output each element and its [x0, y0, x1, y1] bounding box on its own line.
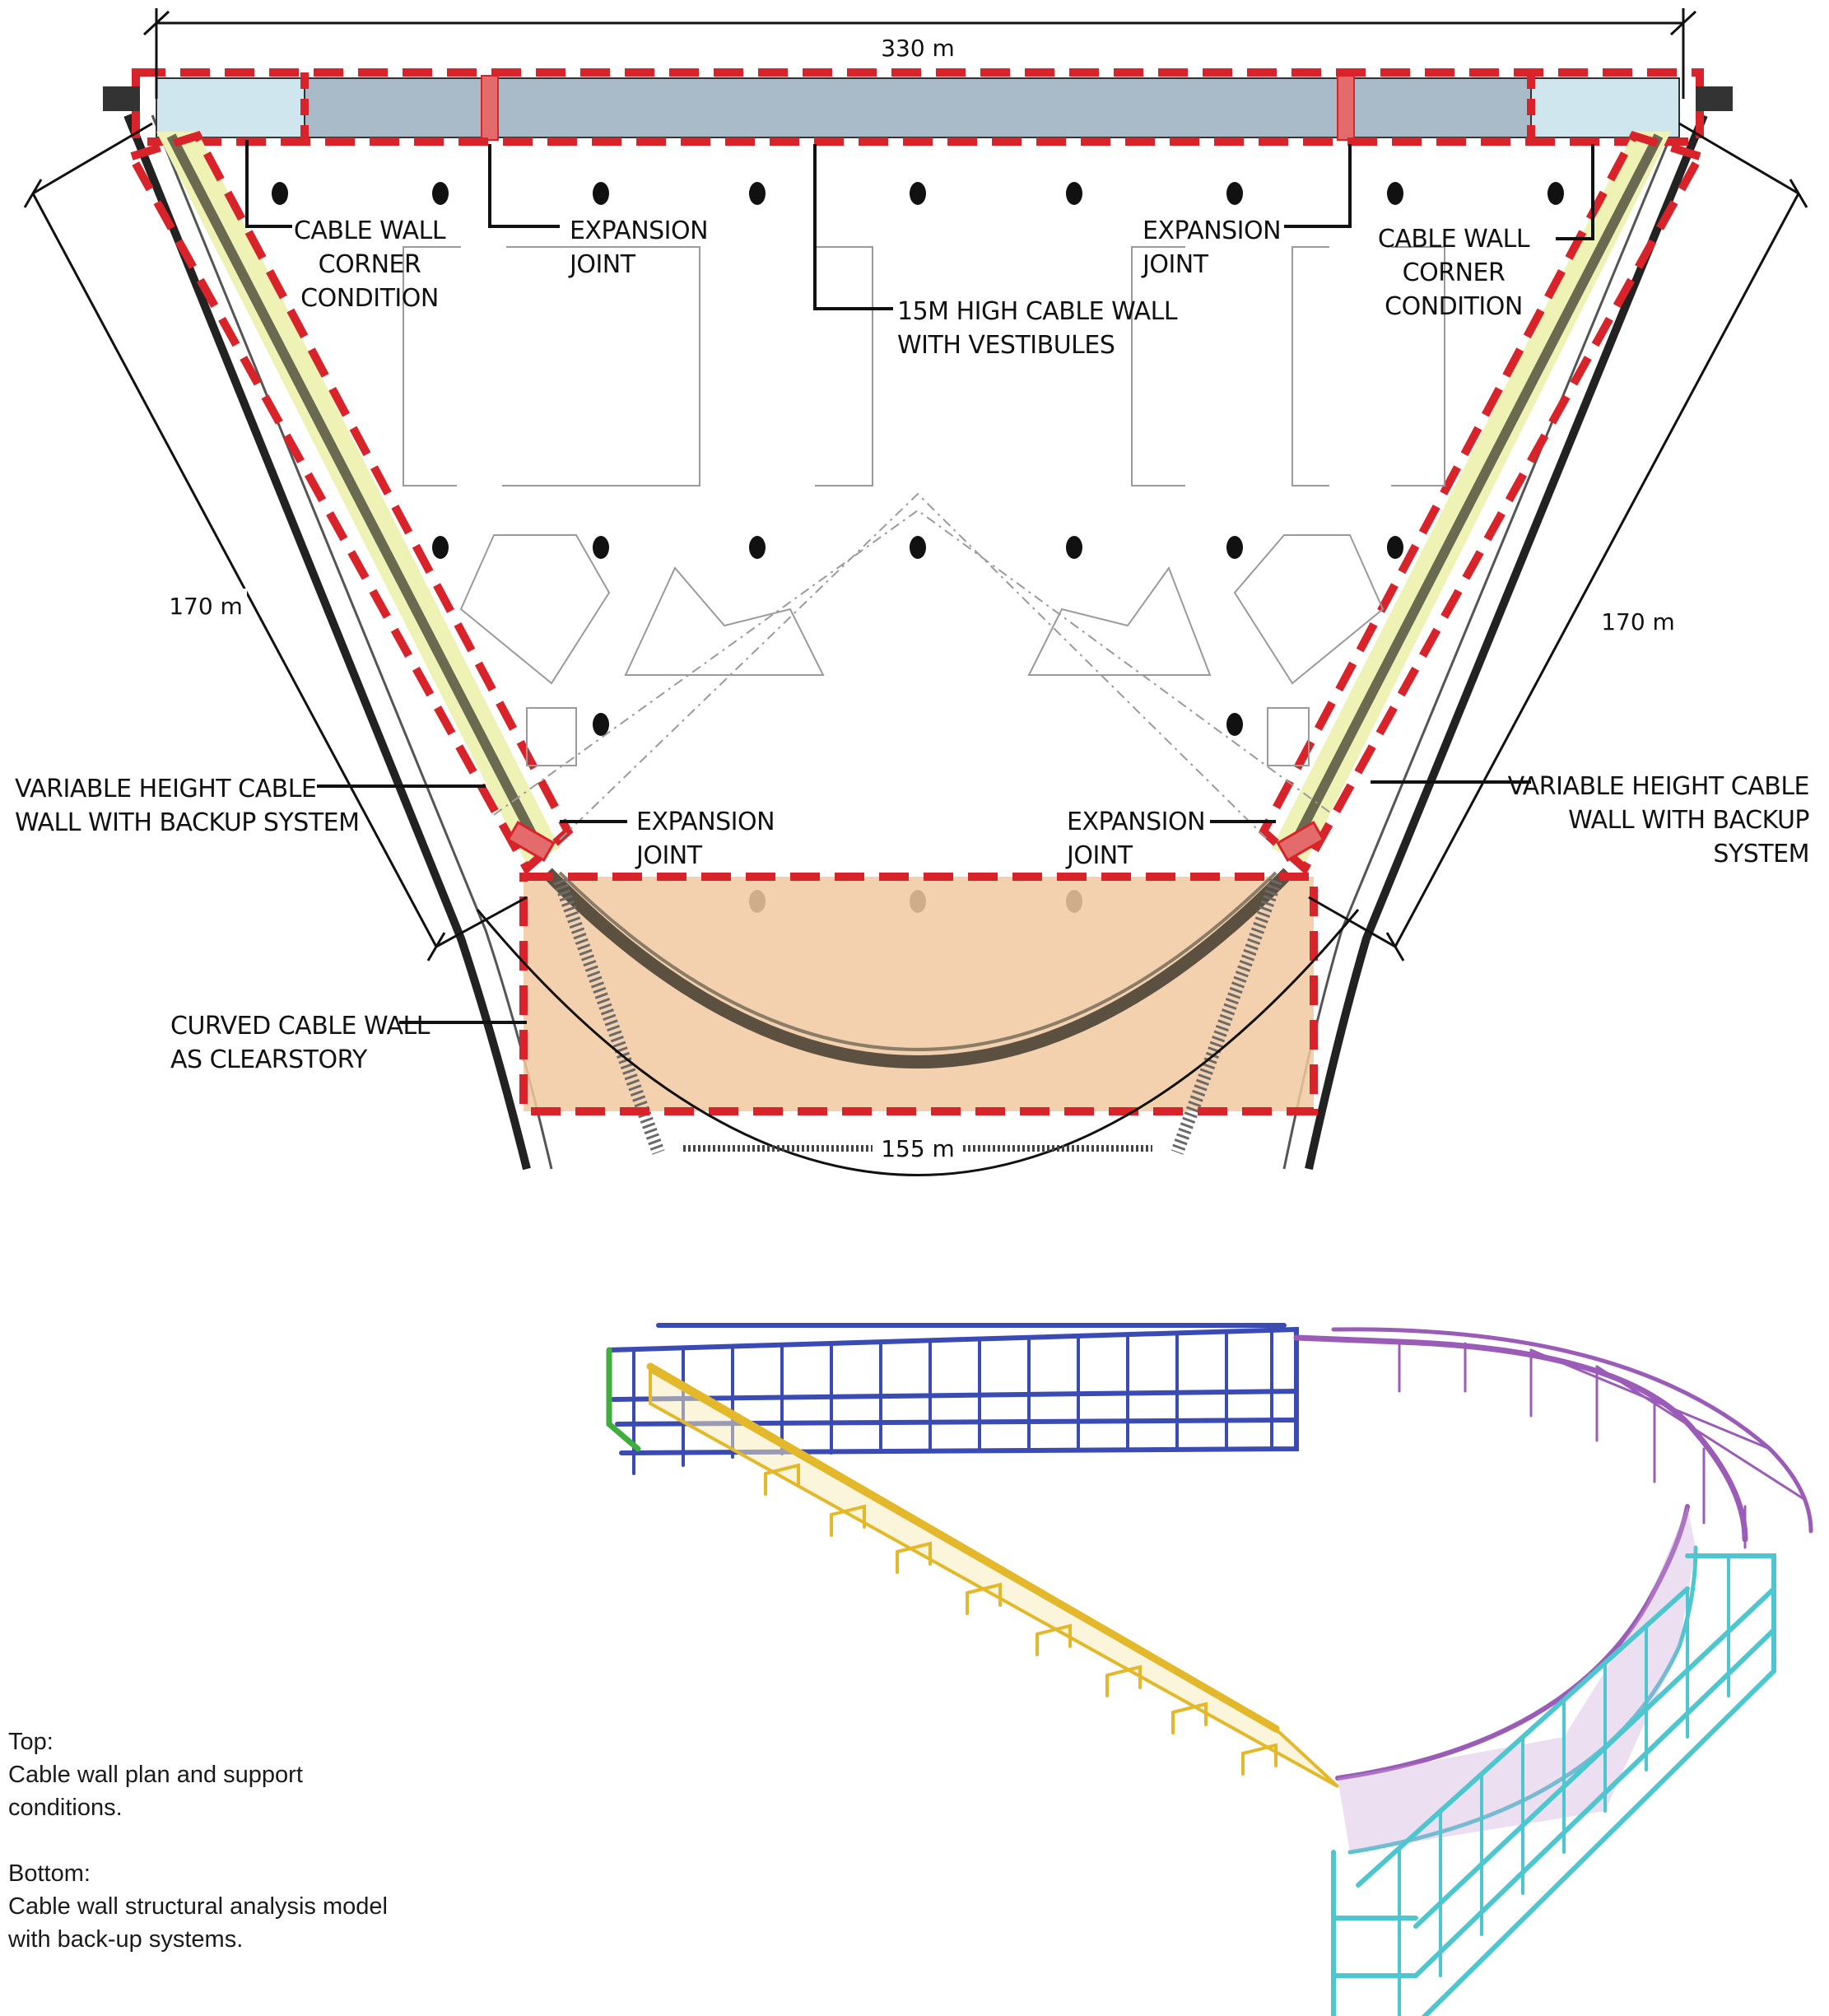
stub-right [1696, 86, 1733, 111]
svg-text:EXPANSION: EXPANSION [1067, 808, 1205, 836]
label-variable-right: VARIABLE HEIGHT CABLE WALL WITH BACKUP S… [1508, 772, 1810, 868]
svg-text:CONDITION: CONDITION [1385, 292, 1523, 321]
expansion-hatch-mid-left [506, 821, 556, 862]
caption: Top: Cable wall plan and support conditi… [7, 1729, 388, 1953]
dim-top-bg [873, 33, 963, 63]
label-variable-left: VARIABLE HEIGHT CABLE WALL WITH BACKUP S… [15, 775, 360, 837]
dim-right-bg [1597, 605, 1679, 638]
outer-edge-left-inner [151, 114, 553, 1170]
label-corner-right: CABLE WALL CORNER CONDITION [1378, 225, 1531, 321]
dim-left-bg [165, 589, 247, 622]
structural-model [606, 1323, 1813, 2016]
columns [272, 182, 1564, 913]
label-expansion-top-right: EXPANSION JOINT [1141, 216, 1282, 279]
model-yellow-truss-top [646, 1362, 1280, 1733]
top-wall-main [304, 77, 1532, 138]
label-corner-left: CABLE WALL CORNER CONDITION [294, 216, 447, 313]
model-purple-arc-outer [1331, 1327, 1813, 1534]
dim-top-label: 330 m [881, 35, 955, 62]
dimension-ticks [23, 179, 1808, 961]
caption-bottom-line-2: with back-up systems. [7, 1926, 243, 1953]
expansion-hatch-mid-right [1276, 821, 1325, 862]
model-yellow-frames [764, 1463, 1278, 1776]
label-curved: CURVED CABLE WALL AS CLEARSTORY [170, 1012, 430, 1074]
svg-text:WALL WITH BACKUP SYSTEM: WALL WITH BACKUP SYSTEM [15, 808, 360, 837]
label-cable-wall-high: 15M HIGH CABLE WALL WITH VESTIBULES [897, 297, 1178, 360]
svg-text:CABLE WALL: CABLE WALL [294, 216, 446, 245]
svg-text:JOINT: JOINT [568, 250, 636, 279]
curved-cable-wall-inner [558, 871, 1278, 1051]
label-expansion-mid-right: EXPANSION JOINT [1065, 808, 1206, 870]
svg-text:EXPANSION: EXPANSION [636, 808, 775, 836]
caption-top-line-1: Cable wall plan and support [8, 1762, 303, 1788]
svg-text:VARIABLE HEIGHT CABLE: VARIABLE HEIGHT CABLE [1508, 772, 1809, 801]
curved-zone-fill [524, 877, 1314, 1111]
svg-text:SYSTEM: SYSTEM [1713, 840, 1809, 868]
interior-plan [403, 246, 1445, 840]
curved-zone-highlight [519, 873, 1318, 1115]
model-purple-arc [1293, 1334, 1748, 1543]
label-expansion-mid-left: EXPANSION JOINT [635, 808, 775, 870]
svg-text:15M HIGH CABLE WALL: 15M HIGH CABLE WALL [897, 297, 1178, 326]
top-wall-highlight [132, 68, 1704, 146]
model-yellow-wall [649, 1367, 1339, 1788]
dim-bottom-label: 155 m [881, 1135, 955, 1162]
svg-text:CURVED CABLE WALL: CURVED CABLE WALL [170, 1012, 430, 1041]
model-blue-block [607, 1323, 1299, 1455]
top-wall-right-corner [1530, 77, 1680, 138]
side-wall-right-highlight [1258, 130, 1706, 875]
svg-text:EXPANSION: EXPANSION [570, 216, 708, 245]
leader-lines [245, 140, 1594, 1024]
side-wall-right-core [1283, 133, 1664, 859]
svg-text:WALL WITH BACKUP: WALL WITH BACKUP [1568, 806, 1809, 835]
expansion-hatch-right [1337, 75, 1355, 141]
svg-text:VARIABLE HEIGHT CABLE: VARIABLE HEIGHT CABLE [15, 775, 316, 803]
svg-text:JOINT: JOINT [1065, 841, 1133, 870]
outer-edge-right [1305, 114, 1708, 1171]
caption-top-heading: Top: [8, 1729, 54, 1755]
dim-left-label: 170 m [169, 593, 243, 620]
model-blue-posts [632, 1328, 1273, 1475]
side-wall-left-highlight [125, 130, 574, 875]
stub-left [103, 86, 140, 111]
dimension-lines [31, 8, 1800, 1176]
model-curve-wall-top [1335, 1504, 1690, 1781]
outer-edge-left [123, 114, 531, 1171]
svg-text:AS CLEARSTORY: AS CLEARSTORY [170, 1045, 368, 1074]
caption-bottom-line-1: Cable wall structural analysis model [8, 1893, 388, 1920]
svg-text:JOINT: JOINT [1141, 250, 1209, 279]
curved-cable-wall [542, 868, 1293, 1069]
model-green-corner [606, 1347, 641, 1452]
side-wall-left-core [166, 133, 548, 859]
stair-left [553, 878, 665, 1155]
model-cyan-posts [1398, 1554, 1730, 2016]
svg-text:JOINT: JOINT [635, 841, 703, 870]
svg-text:EXPANSION: EXPANSION [1143, 216, 1281, 245]
svg-text:CONDITION: CONDITION [300, 284, 439, 313]
plan-drawing: 330 m 170 m 170 m 155 m CABLE WALL CORNE… [15, 8, 1810, 1176]
svg-text:CORNER: CORNER [319, 250, 421, 279]
model-yellow-base [649, 1402, 1339, 1788]
caption-bottom-heading: Bottom: [8, 1860, 91, 1887]
svg-text:WITH VESTIBULES: WITH VESTIBULES [897, 331, 1115, 360]
model-curve-wall-base [1347, 1545, 1698, 1855]
model-purple-truss [1398, 1340, 1804, 1549]
caption-top-line-2: conditions. [8, 1795, 123, 1821]
dim-right-label: 170 m [1601, 608, 1675, 636]
svg-text:CABLE WALL: CABLE WALL [1378, 225, 1530, 254]
label-expansion-top-left: EXPANSION JOINT [568, 216, 709, 279]
expansion-hatch-left [481, 75, 499, 141]
stair-right [1170, 878, 1282, 1155]
svg-text:CORNER: CORNER [1403, 258, 1506, 287]
top-wall-left-corner [156, 77, 305, 138]
